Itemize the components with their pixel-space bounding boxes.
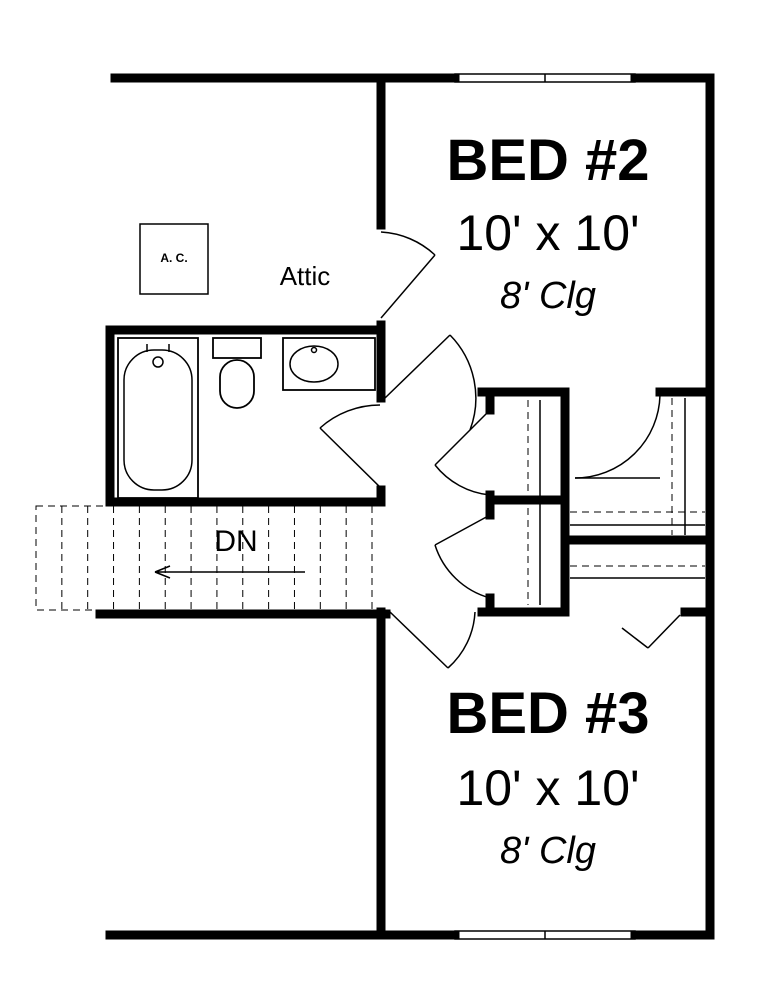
door-closet-1[interactable]: [434, 409, 491, 496]
door-bed3[interactable]: [389, 611, 476, 669]
bathroom-fixtures: [117, 337, 376, 499]
door-closet-2[interactable]: [434, 514, 491, 599]
door-bed2[interactable]: [380, 231, 436, 319]
door-bed3-closet[interactable]: [621, 614, 681, 649]
bed3-ceiling: 8' Clg: [500, 830, 596, 872]
bed2-ceiling: 8' Clg: [500, 275, 596, 317]
bed2-size: 10' x 10': [456, 205, 639, 261]
doors: [319, 231, 681, 669]
ac-label: A. C.: [160, 251, 187, 265]
stairs-down-label: DN: [214, 525, 257, 558]
door-bed2-closet[interactable]: [574, 394, 661, 479]
room-bed2: BED #2 10' x 10' 8' Clg: [446, 128, 649, 317]
attic-label: Attic: [280, 261, 331, 291]
door-bathroom[interactable]: [319, 334, 477, 493]
room-bed3: BED #3 10' x 10' 8' Clg: [446, 681, 649, 872]
stairs: [35, 505, 373, 611]
toilet: [212, 337, 262, 409]
bed3-size: 10' x 10': [456, 760, 639, 816]
windows: [454, 73, 636, 940]
sink: [282, 337, 376, 391]
stairs-direction-arrow: [154, 565, 305, 579]
bathtub: [117, 337, 199, 499]
closet-shelves: [527, 398, 705, 605]
ac-unit: A. C.: [139, 223, 209, 295]
bed2-title: BED #2: [446, 128, 649, 193]
bed3-title: BED #3: [446, 681, 649, 746]
walls: [95, 73, 715, 940]
